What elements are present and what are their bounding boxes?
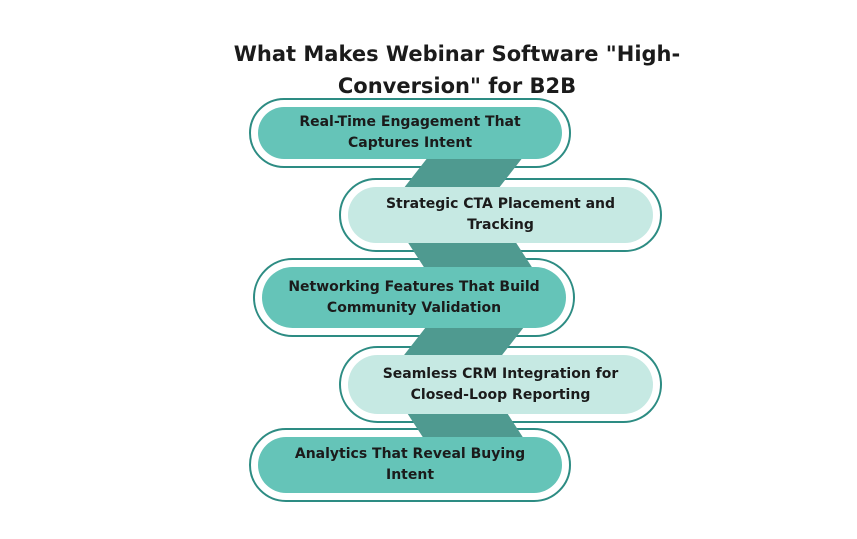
page-title: What Makes Webinar Software "High- Conve… — [157, 38, 757, 102]
step-3-label-line-2: Community Validation — [326, 299, 502, 316]
step-3-label-line-1: Networking Features That Build — [288, 278, 540, 295]
step-1-label-line-1: Real-Time Engagement That — [299, 114, 521, 130]
step-4-label-line-1: Seamless CRM Integration for — [382, 365, 619, 382]
step-pill-3: Networking Features That Build Community… — [253, 258, 575, 337]
step-pill-3-fill: Networking Features That Build Community… — [262, 267, 566, 328]
step-pill-1-fill: Real-Time Engagement That Captures Inten… — [258, 107, 562, 159]
step-2-label-line-1: Strategic CTA Placement and — [385, 196, 616, 212]
step-pill-4-fill: Seamless CRM Integration for Closed-Loop… — [348, 355, 653, 414]
step-2-label-line-2: Tracking — [467, 217, 534, 233]
step-pill-5: Analytics That Reveal Buying Intent — [249, 428, 571, 502]
step-pill-2-fill: Strategic CTA Placement and Tracking — [348, 187, 653, 243]
page-title-line-1: What Makes Webinar Software "High- — [233, 42, 681, 67]
step-pill-2: Strategic CTA Placement and Tracking — [339, 178, 662, 252]
step-1-label-line-2: Captures Intent — [347, 135, 473, 151]
page-title-line-2: Conversion" for B2B — [337, 74, 577, 99]
step-pill-5-fill: Analytics That Reveal Buying Intent — [258, 437, 562, 493]
step-4-label-line-2: Closed-Loop Reporting — [410, 386, 591, 403]
step-pill-1: Real-Time Engagement That Captures Inten… — [249, 98, 571, 168]
step-5-label-line-1: Analytics That Reveal Buying — [294, 446, 526, 462]
step-5-label-line-2: Intent — [385, 467, 435, 483]
step-pill-4: Seamless CRM Integration for Closed-Loop… — [339, 346, 662, 423]
